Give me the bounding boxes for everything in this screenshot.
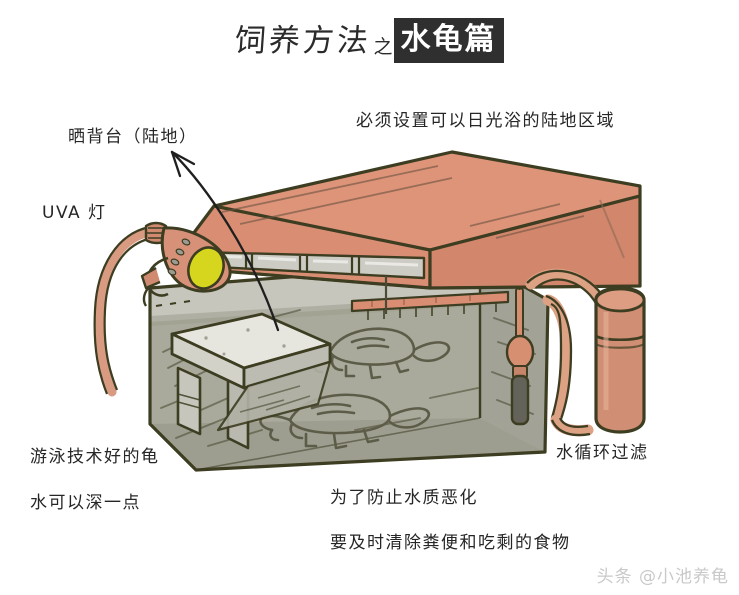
label-water-deeper: 水可以深一点 <box>30 493 141 513</box>
title-zhi-text: 之 <box>373 37 393 58</box>
label-uva-lamp: UVA 灯 <box>42 203 107 223</box>
aquarium-hood <box>182 150 642 290</box>
basking-platform <box>170 312 332 450</box>
uva-lamp <box>93 221 232 397</box>
floating-strip <box>350 290 510 320</box>
label-basking-platform: 晒背台（陆地） <box>68 127 198 147</box>
label-good-swimmer: 游泳技术好的龟 <box>30 447 160 467</box>
basking-platform-arrow <box>170 150 280 332</box>
canister-filter <box>525 268 646 437</box>
page-title: 饲养方法之水龟篇 <box>0 18 739 63</box>
turtle-lower <box>259 393 431 450</box>
label-water-filter: 水循环过滤 <box>556 443 649 463</box>
watermark: 头条 @小池养龟 <box>596 567 729 587</box>
title-boxed-text: 水龟篇 <box>393 18 504 63</box>
label-land-area: 必须设置可以日光浴的陆地区域 <box>356 111 615 131</box>
label-prevent-foul: 为了防止水质恶化 <box>330 488 478 508</box>
label-clean-waste: 要及时清除粪便和吃剩的食物 <box>330 533 571 553</box>
